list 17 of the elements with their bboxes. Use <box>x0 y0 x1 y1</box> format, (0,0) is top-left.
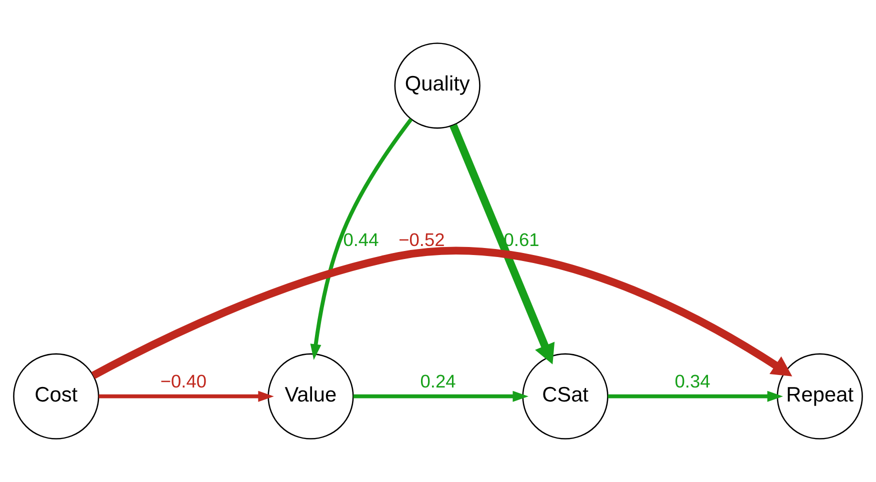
arrow <box>353 390 528 402</box>
node-circle: Quality <box>394 42 480 129</box>
node-circle: Value <box>268 353 354 440</box>
arrow <box>608 390 784 402</box>
arrow <box>91 247 792 379</box>
node-circle: Cost <box>13 353 100 440</box>
edge-label: 0.61 <box>504 228 540 250</box>
node-circle: CSat <box>522 353 608 440</box>
edge-label: 0.24 <box>420 370 456 392</box>
edge-label: −0.52 <box>398 228 445 250</box>
arrow <box>450 124 555 364</box>
arrow <box>98 390 274 402</box>
edge-label: −0.40 <box>160 370 207 392</box>
arrow <box>310 118 413 360</box>
edge-label: 0.34 <box>674 370 710 392</box>
edge-label: 0.44 <box>343 228 379 250</box>
node-circle: Repeat <box>776 353 863 440</box>
